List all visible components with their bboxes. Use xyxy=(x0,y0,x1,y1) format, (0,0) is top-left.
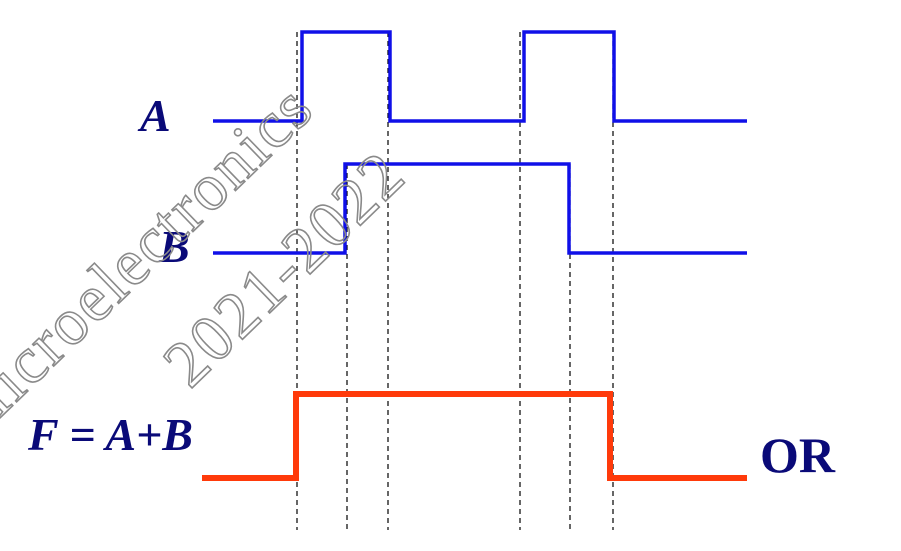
waveform-a xyxy=(213,30,747,123)
output-f-label: F = A+B xyxy=(27,409,193,460)
signal-b-label: B xyxy=(158,221,190,272)
gate-label: OR xyxy=(760,427,836,483)
signal-a-label: A xyxy=(137,90,171,141)
watermark: Microelectronics 2021-2022 xyxy=(0,70,420,457)
transition-guides xyxy=(296,32,614,530)
waveform-b xyxy=(213,162,747,255)
waveform-f xyxy=(202,391,747,481)
